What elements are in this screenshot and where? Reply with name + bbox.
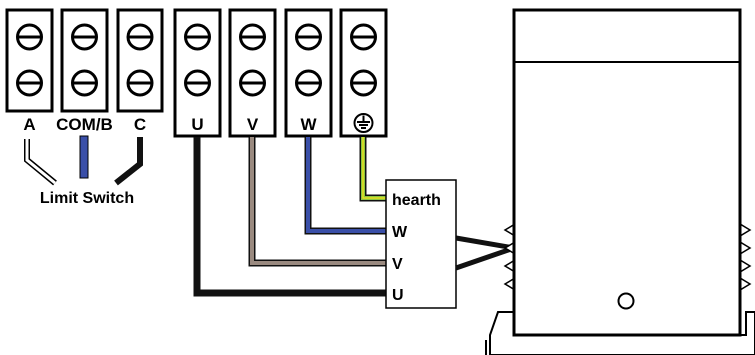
ground-icon (353, 113, 374, 133)
motor-cable (455, 235, 515, 271)
screw-icon (71, 69, 98, 97)
screw-icon (126, 23, 154, 51)
screw-icon (295, 23, 322, 51)
motor-indicator-icon (617, 292, 635, 310)
screw-icon (239, 69, 266, 97)
wire-comb (79, 135, 89, 179)
terminal-v (228, 8, 277, 138)
screw-icon (16, 69, 43, 97)
screw-icon (350, 23, 377, 51)
terminal-comb (60, 8, 109, 113)
screw-icon (184, 23, 211, 51)
screw-icon (71, 23, 98, 51)
terminal-earth (339, 8, 388, 138)
motor-unit (485, 8, 755, 355)
terminal-label-v: V (247, 115, 259, 134)
screw-icon (16, 23, 43, 51)
terminal-label-c: C (134, 115, 146, 134)
limit-switch-wires (24, 135, 143, 186)
terminal-w (284, 8, 333, 138)
screw-icon (295, 69, 322, 97)
limit-switch-label: Limit Switch (40, 190, 134, 207)
screw-icon (184, 69, 211, 97)
terminal-u (173, 8, 222, 138)
box-label-v: V (392, 256, 403, 273)
box-label-hearth: hearth (392, 192, 441, 209)
terminal-label-a: A (23, 115, 35, 134)
terminal-c (116, 8, 164, 113)
screw-icon (350, 69, 377, 97)
terminal-label-w: W (300, 115, 317, 134)
wire-u (193, 137, 386, 297)
screw-icon (126, 69, 154, 97)
terminal-label-comb: COM/B (56, 115, 113, 134)
terminal-label-u: U (191, 115, 203, 134)
wire-w (304, 137, 386, 235)
wire-a (24, 139, 57, 186)
box-label-w: W (392, 224, 408, 241)
terminal-a (5, 8, 54, 113)
wire-earth (359, 137, 386, 202)
screw-icon (239, 23, 266, 51)
wire-c (114, 137, 143, 186)
terminal-block (5, 8, 388, 138)
motor-wires (193, 137, 386, 297)
motor-connection-box (385, 179, 457, 309)
box-label-u: U (392, 287, 404, 304)
